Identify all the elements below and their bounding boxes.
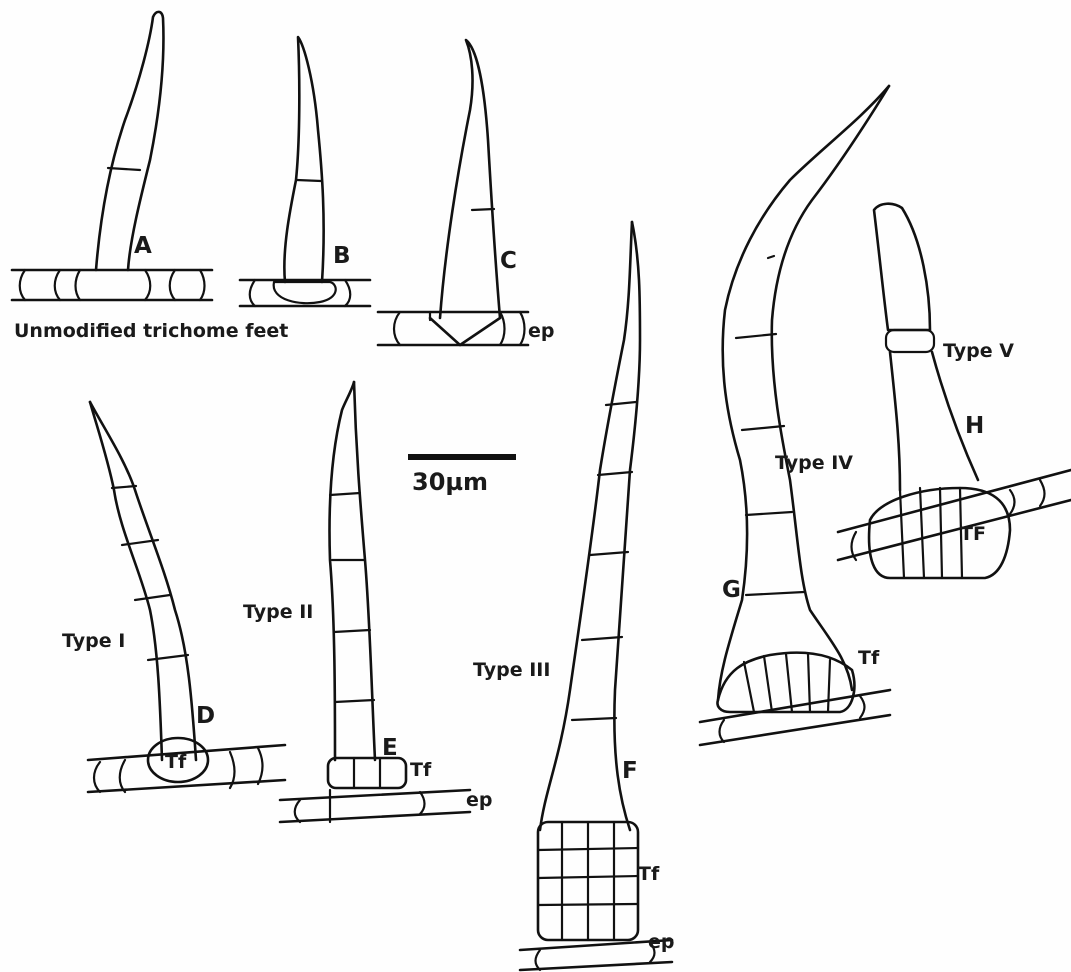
trichome-h (838, 204, 1071, 578)
label-d: D (196, 703, 215, 729)
label-type-iv: Type IV (775, 452, 853, 474)
trichome-d (88, 402, 285, 792)
label-e: E (382, 735, 398, 761)
label-tf-g: Tf (858, 647, 880, 669)
scale-bar-line (408, 454, 516, 460)
label-b: B (333, 243, 351, 269)
label-tf-e: Tf (410, 759, 432, 781)
label-unmodified: Unmodified trichome feet (14, 320, 288, 342)
label-f: F (622, 758, 638, 784)
label-c: C (500, 248, 517, 274)
label-tf-d: Tf (165, 751, 187, 773)
label-a: A (134, 233, 152, 259)
label-g: G (722, 577, 741, 603)
label-type-iii: Type III (473, 659, 550, 681)
label-tf-f: Tf (638, 863, 660, 885)
scale-bar: 30µm (408, 454, 516, 496)
label-ep-f: ep (648, 931, 675, 953)
label-h: H (965, 413, 984, 439)
label-type-i: Type I (62, 630, 125, 652)
label-ep-e: ep (466, 789, 493, 811)
trichome-a (12, 12, 212, 300)
label-type-ii: Type II (243, 601, 313, 623)
label-type-v: Type V (943, 340, 1014, 362)
label-ep-c: ep (528, 320, 555, 342)
scale-bar-label: 30µm (412, 468, 488, 496)
trichome-c (378, 40, 528, 345)
label-tf-h: TF (960, 523, 986, 545)
